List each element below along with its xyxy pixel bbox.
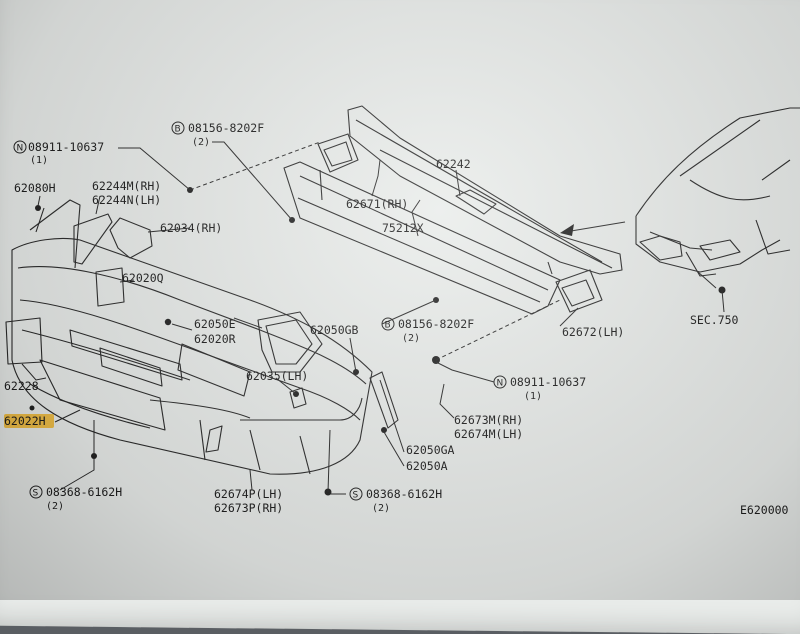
fastener-qty: (2)	[192, 137, 210, 148]
label-62080H: 62080H	[14, 181, 56, 195]
label-62034: 62034(RH)	[160, 221, 222, 235]
label-62674P: 62674P(LH)	[214, 487, 283, 501]
vehicle-outline	[635, 107, 800, 277]
fastener-type-n: N	[497, 379, 504, 389]
label-62673M: 62673M(RH)	[454, 413, 523, 427]
fastener-callout-4: N 08911-10637 (1)	[493, 375, 586, 402]
fastener-type-s: S	[33, 489, 39, 499]
label-62020R: 62020R	[194, 332, 236, 346]
fastener-callout-1: N 08911-10637 (1)	[13, 140, 104, 166]
label-62244N: 62244N(LH)	[92, 193, 161, 207]
assembly-arrow	[560, 221, 626, 236]
label-62673P: 62673P(RH)	[214, 501, 283, 515]
fastener-qty: (2)	[402, 333, 420, 344]
fastener-callout-6: S 08368-6162H (2)	[349, 487, 442, 514]
figure-code: E620000	[740, 503, 789, 517]
fastener-callout-3: B 08156-8202F (2)	[381, 317, 474, 344]
fastener-code: 08368-6162H	[366, 487, 442, 501]
fastener-qty: (1)	[524, 391, 542, 402]
label-75212X: 75212X	[382, 221, 424, 235]
label-62022H: 62022H	[4, 414, 46, 428]
label-62242: 62242	[436, 157, 471, 171]
fastener-qty: (1)	[30, 155, 48, 166]
label-62050GB: 62050GB	[310, 323, 359, 337]
fastener-qty: (2)	[46, 501, 64, 512]
fastener-callout-2: B 08156-8202F (2)	[171, 121, 264, 148]
fastener-code: 08156-8202F	[188, 121, 264, 135]
fastener-markers	[29, 187, 726, 496]
fastener-type-b: B	[175, 125, 181, 135]
front-bumper-fascia	[5, 199, 399, 475]
fastener-type-b: B	[385, 321, 391, 331]
fastener-type-s: S	[353, 491, 359, 501]
label-62035: 62035(LH)	[246, 369, 308, 383]
fastener-type-n: N	[17, 144, 24, 154]
fastener-code: 08156-8202F	[398, 317, 474, 331]
part-labels: 62080H 62244M(RH) 62244N(LH) 62034(RH) 6…	[4, 157, 789, 517]
fastener-code: 08911-10637	[28, 140, 104, 154]
label-sec750: SEC.750	[690, 313, 739, 327]
bumper-exploded-diagram: 62080H 62244M(RH) 62244N(LH) 62034(RH) 6…	[4, 105, 800, 517]
fastener-qty: (2)	[372, 503, 390, 514]
label-62674M: 62674M(LH)	[454, 427, 523, 441]
part-highlight	[4, 414, 54, 428]
fastener-code: 08368-6162H	[46, 485, 122, 499]
bumper-reinforcement	[283, 161, 561, 315]
upper-member	[347, 105, 623, 275]
leader-lines	[21, 141, 725, 495]
label-62050A: 62050A	[406, 459, 448, 473]
label-62020Q: 62020Q	[122, 271, 164, 285]
side-brackets	[317, 133, 603, 313]
label-62228: 62228	[4, 379, 39, 393]
fastener-callout-5: S 08368-6162H (2)	[29, 485, 122, 512]
label-62671: 62671(RH)	[346, 197, 408, 211]
label-62672: 62672(LH)	[562, 325, 624, 339]
label-62244M: 62244M(RH)	[92, 179, 161, 193]
label-62050GA: 62050GA	[406, 443, 455, 457]
label-62050E: 62050E	[194, 317, 236, 331]
fastener-code: 08911-10637	[510, 375, 586, 389]
